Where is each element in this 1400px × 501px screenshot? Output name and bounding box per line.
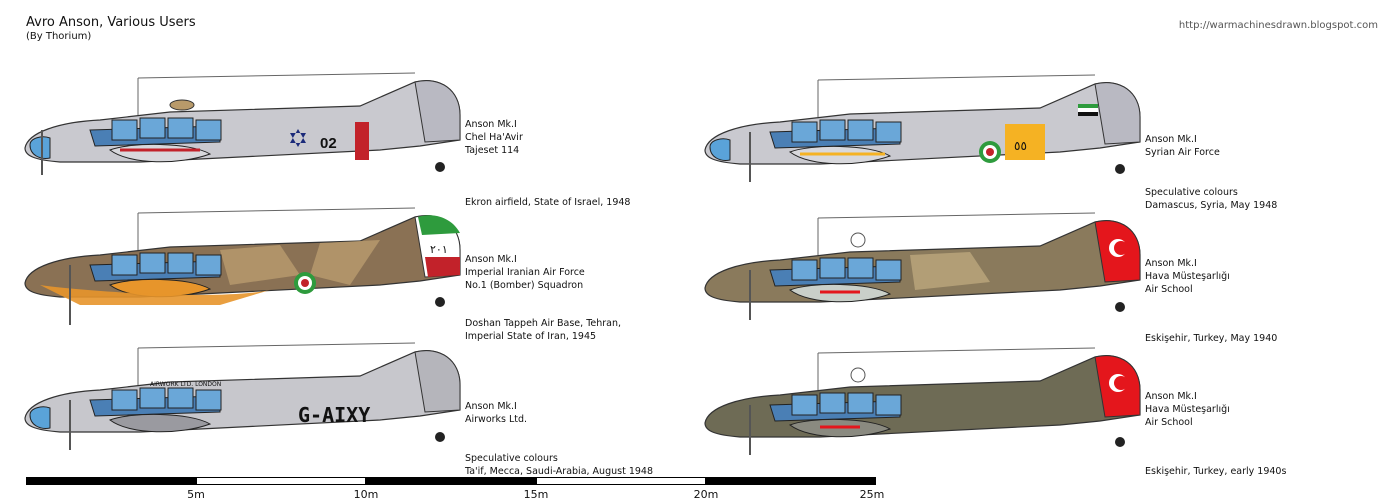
aircraft-profile-airworks: AIRWORK LTD. LONDON G-AIXY [24,342,461,450]
tail-code: 02 [320,135,337,152]
cabin-text: AIRWORK LTD. LONDON [150,381,221,388]
scale-segment [706,477,876,485]
tail-code: ٥٥ [1014,139,1027,153]
scale-segment [26,477,196,485]
scale-bar [26,477,876,485]
author-credit: (By Thorium) [26,31,92,42]
scale-tick-label: 5m [187,488,205,501]
scale-segment [366,477,536,485]
tail-code: ۲۰۱ [430,243,448,256]
aircraft-profile-turkey-1940 [704,212,1141,320]
aircraft-note-turkey-early-1940s: Eskişehir, Turkey, early 1940s [1145,466,1287,477]
aircraft-profile-iran: ۲۰۱ [24,207,461,325]
aircraft-profile-turkey-early-1940s [704,347,1141,455]
aircraft-note-iran: Doshan Tappeh Air Base, Tehran,Imperial … [465,318,622,342]
registration: G-AIXY [298,403,370,427]
aircraft-profile-israel: 02 [24,72,461,175]
scale-tick-label: 20m [693,488,719,501]
blog-url[interactable]: http://warmachinesdrawn.blogspot.com [1178,20,1378,31]
page-title: Avro Anson, Various Users [26,15,196,30]
scale-segment [536,477,706,485]
scale-tick-label: 25m [859,488,885,501]
aircraft-note-turkey-1940: Eskişehir, Turkey, May 1940 [1145,333,1278,344]
scale-segment [196,477,366,485]
aircraft-note-israel: Ekron airfield, State of Israel, 1948 [465,197,631,208]
scale-tick-label: 15m [523,488,549,501]
aircraft-profile-syria: ٥٥ [704,74,1141,182]
scale-tick-label: 10m [353,488,379,501]
